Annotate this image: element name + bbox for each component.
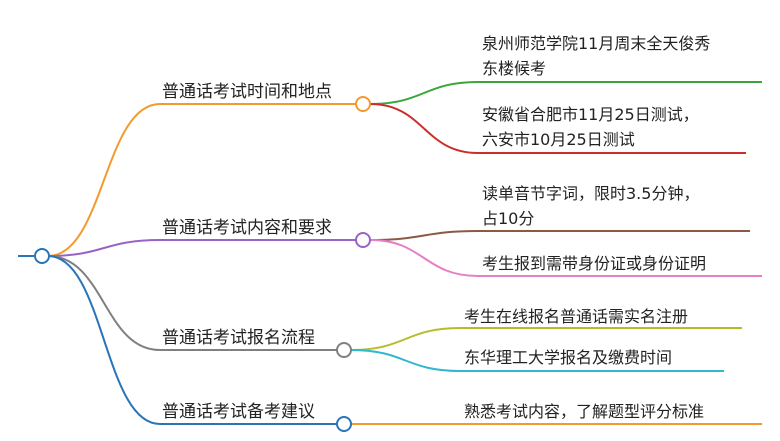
connector-leaf-2-2: [369, 239, 479, 277]
branch-3-toggle[interactable]: [336, 342, 352, 358]
connector-leaf-3-2: [350, 349, 461, 372]
leaf-3-1-line-1[interactable]: 考生在线报名普通话需实名注册: [464, 307, 689, 326]
branch-2-toggle[interactable]: [355, 232, 371, 248]
leaf-4-1-line-1[interactable]: 熟悉考试内容，了解题型评分标准: [464, 402, 705, 421]
connector-branch-3: [47, 255, 161, 351]
branch-2-label[interactable]: 普通话考试内容和要求: [162, 218, 332, 238]
leaf-1-2-line-1[interactable]: 安徽省合肥市11月25日测试，: [482, 105, 699, 124]
leaf-1-1-line-2[interactable]: 东楼候考: [482, 59, 547, 78]
leaf-1-2-line-2[interactable]: 六安市10月25日测试: [482, 130, 635, 149]
branch-1-label[interactable]: 普通话考试时间和地点: [162, 82, 332, 102]
branch-1-toggle[interactable]: [355, 96, 371, 112]
connector-leaf-3-1: [350, 327, 461, 351]
leaf-2-1-line-1[interactable]: 读单音节字词，限时3.5分钟，: [482, 184, 700, 203]
connector-leaf-1-2: [369, 103, 479, 154]
leaf-2-1-line-2[interactable]: 占10分: [482, 209, 535, 228]
connector-branch-4: [47, 255, 161, 425]
leaf-1-1-line-1[interactable]: 泉州师范学院11月周末全天俊秀: [482, 34, 711, 53]
connector-leaf-1-1: [369, 81, 479, 105]
root-node-circle[interactable]: [34, 248, 50, 264]
leaf-3-2-line-1[interactable]: 东华理工大学报名及缴费时间: [464, 348, 673, 367]
branch-4-label[interactable]: 普通话考试备考建议: [162, 402, 315, 422]
connector-leaf-2-1: [369, 230, 479, 241]
branch-4-toggle[interactable]: [336, 416, 352, 432]
leaf-2-2-line-1[interactable]: 考生报到需带身份证或身份证明: [482, 254, 707, 273]
branch-3-label[interactable]: 普通话考试报名流程: [162, 328, 315, 348]
connector-branch-1: [47, 103, 161, 257]
connector-branch-2: [47, 239, 161, 257]
